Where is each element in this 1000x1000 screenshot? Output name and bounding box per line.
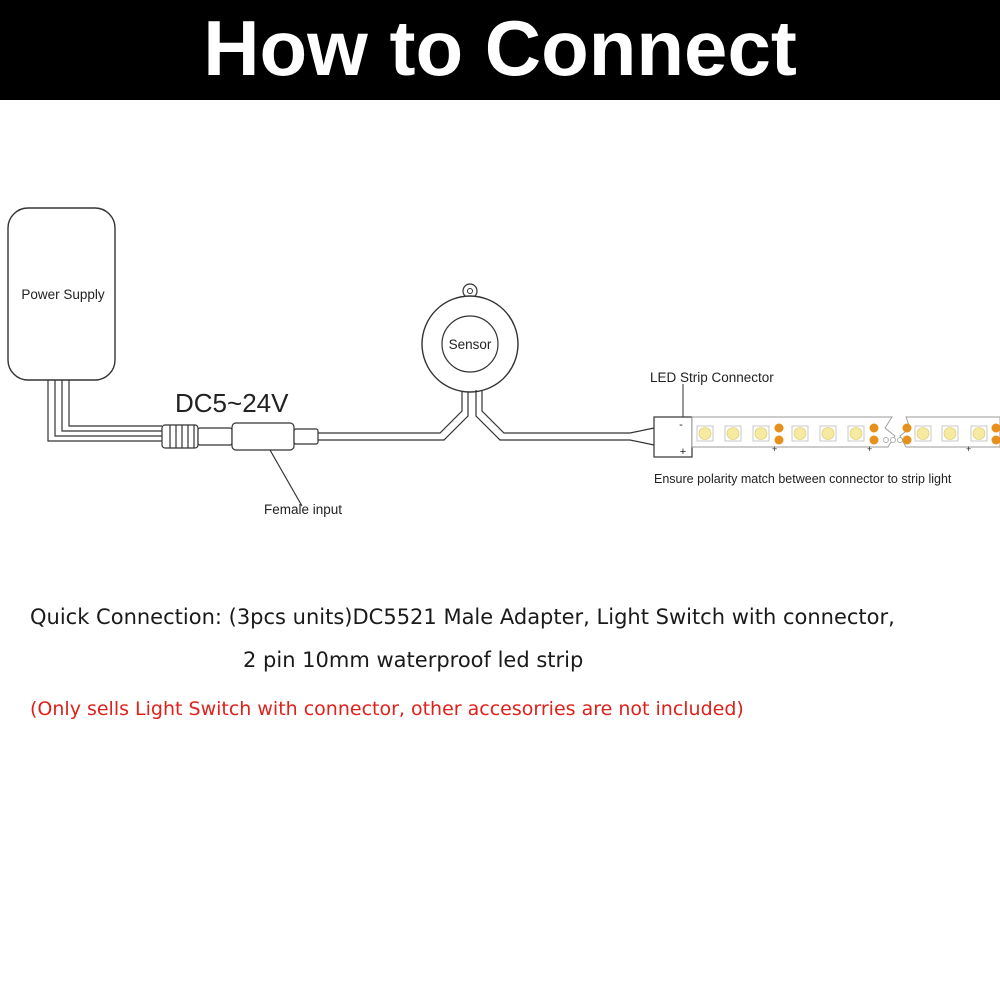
led-chip [752, 425, 770, 442]
led-connector-label: LED Strip Connector [650, 370, 774, 385]
led-strip-connector: - + [653, 384, 693, 458]
quick-connection-line1: Quick Connection: (3pcs units)DC5521 Mal… [30, 605, 895, 629]
male-dc-plug [161, 424, 233, 449]
led-chip [724, 425, 742, 442]
led-chip [914, 425, 932, 442]
page-title: How to Connect [203, 4, 797, 92]
strip-plus-mark: + [772, 444, 777, 454]
strip-polarity-marks: + + + [772, 444, 971, 454]
led-chip [791, 425, 809, 442]
strip-break-dots [883, 437, 903, 443]
power-supply: Power Supply [7, 207, 116, 381]
connector-minus: - [679, 419, 683, 431]
connector-plus: + [680, 446, 686, 458]
strip-plus-mark: + [966, 444, 971, 454]
polarity-note: Ensure polarity match between connector … [654, 472, 952, 486]
output-cable [475, 390, 655, 446]
input-cable [318, 390, 469, 441]
led-chip [696, 425, 714, 442]
disclaimer-note: (Only sells Light Switch with connector,… [30, 698, 744, 720]
power-supply-label: Power Supply [21, 287, 105, 302]
voltage-label: DC5~24V [175, 388, 289, 418]
female-dc-jack [231, 422, 319, 507]
power-cable [47, 380, 162, 442]
led-chip [819, 425, 837, 442]
led-chip [941, 425, 959, 442]
female-input-label: Female input [264, 502, 342, 517]
solder-pads [774, 423, 1000, 445]
led-chip [847, 425, 865, 442]
wiring-diagram: Power Supply DC5~24V Female input Sensor [7, 207, 1000, 517]
quick-connection-line2: 2 pin 10mm waterproof led strip [243, 648, 584, 672]
led-strip: + + + [691, 416, 1000, 454]
header-banner: How to Connect [0, 0, 1000, 100]
sensor-label: Sensor [449, 337, 492, 352]
strip-plus-mark: + [867, 444, 872, 454]
sensor: Sensor [421, 283, 519, 393]
led-chip [970, 425, 988, 442]
